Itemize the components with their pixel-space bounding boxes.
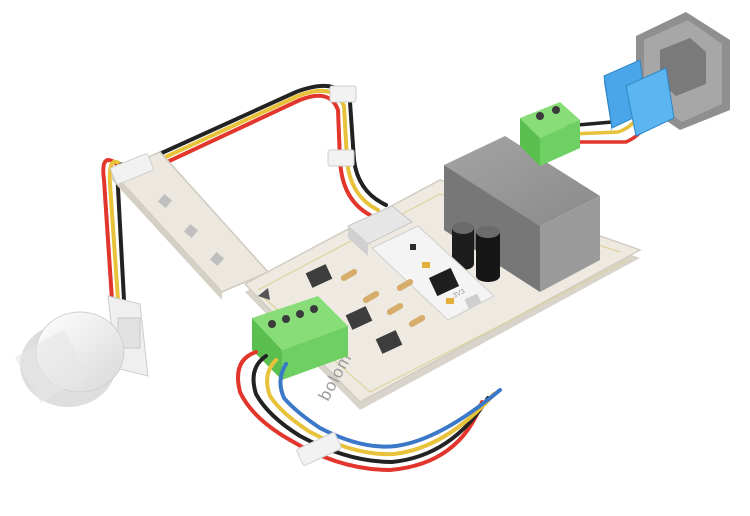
wire-connector-bottom [296, 432, 342, 466]
led-chip [183, 223, 199, 239]
led-strip [110, 151, 270, 300]
pin-header [347, 205, 413, 256]
wire-connector-mid [327, 149, 355, 167]
microcontroller-module: 3V3 [371, 225, 495, 321]
led-chip [157, 193, 173, 209]
capacitor-1 [452, 222, 474, 270]
resistor-array [340, 269, 426, 327]
wire-connector-top [329, 85, 357, 103]
blue-plug-right [625, 67, 675, 137]
transistor-row [305, 264, 403, 354]
mcu-chip [428, 267, 460, 297]
led-chip [209, 251, 225, 267]
terminal-block-power [520, 102, 580, 166]
mcu-silkscreen: 3V3 [452, 288, 466, 300]
potentiometer-knob [14, 295, 149, 407]
terminal-block-main [252, 296, 348, 380]
capacitor-2 [476, 226, 500, 282]
